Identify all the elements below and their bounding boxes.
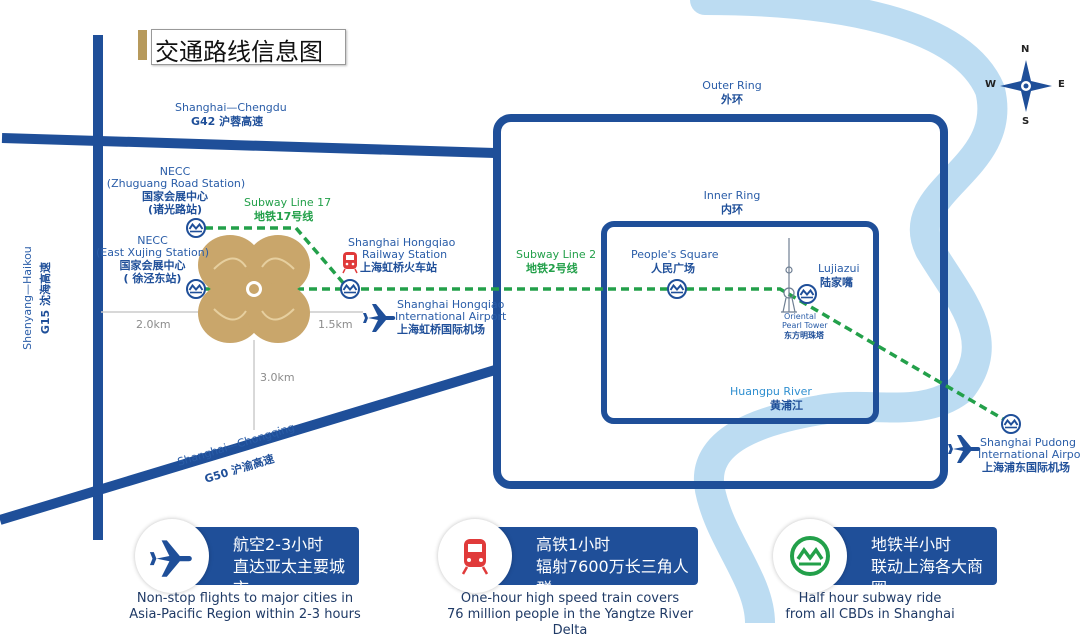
metro-icon-lujiazui — [797, 284, 817, 304]
metro-icon — [790, 536, 830, 576]
outer-ring-label-cn: 外环 — [721, 93, 743, 106]
outer-ring — [493, 114, 948, 489]
airplane-icon-hongqiao — [363, 304, 396, 332]
hq-rail-label-en2: Railway Station — [362, 248, 448, 261]
feature-air-cn1: 航空2-3小时 — [233, 535, 324, 554]
feature-rail-badge — [438, 519, 512, 593]
compass-s: S — [1022, 116, 1030, 127]
pd-label-en2: International Airport — [978, 448, 1080, 461]
ljz-label-en: Lujiazui — [818, 262, 860, 275]
metro-icon-pudong — [1001, 414, 1021, 434]
tower-label-en1: Oriental — [784, 312, 817, 321]
g42-label-cn: G42 沪蓉高速 — [191, 115, 264, 128]
subway-line-2 — [205, 287, 1011, 425]
distance-east: 1.5km — [318, 318, 353, 331]
inner-ring — [601, 221, 879, 424]
title-accent-bar — [138, 30, 147, 60]
compass-icon — [1000, 60, 1052, 112]
tower-label-cn: 东方明珠塔 — [784, 331, 824, 340]
ps-label-cn: 人民广场 — [651, 262, 695, 275]
compass-e: E — [1058, 79, 1065, 90]
zhuguang-label-en1: NECC — [159, 165, 191, 178]
ps-label-en: People's Square — [631, 248, 719, 261]
line2-label-cn: 地铁2号线 — [526, 262, 578, 275]
xujing-label-en1: NECC — [137, 234, 168, 247]
compass-n: N — [1021, 44, 1030, 55]
feature-air-badge — [135, 519, 209, 593]
feature-rail-en2: 76 million people in the Yangtze River D… — [446, 607, 694, 638]
inner-ring-label-cn: 内环 — [721, 203, 743, 216]
line17-label-cn: 地铁17号线 — [254, 210, 314, 223]
pd-label-cn: 上海浦东国际机场 — [982, 461, 1070, 474]
hq-rail-label-en1: Shanghai Hongqiao — [348, 236, 456, 249]
airplane-icon — [149, 540, 192, 577]
feature-air-cn2: 直达亚太主要城市 — [233, 557, 346, 598]
feature-air-en2: Asia-Pacific Region within 2-3 hours — [129, 607, 361, 622]
subway-line-17 — [205, 226, 347, 287]
title-box — [151, 29, 346, 65]
river-label-en: Huangpu River — [730, 385, 812, 398]
hq-air-label-cn: 上海虹桥国际机场 — [397, 323, 485, 336]
airplane-icon-pudong — [948, 435, 981, 463]
tower-label-en2: Pearl Tower — [782, 321, 828, 330]
ljz-label-cn: 陆家嘴 — [820, 276, 853, 289]
hq-air-label-en2: International Airport — [395, 310, 507, 323]
feature-rail-en1: One-hour high speed train covers — [460, 591, 680, 606]
metro-icon-peoples-square — [667, 279, 687, 299]
compass-w: W — [985, 79, 997, 90]
feature-metro-en1: Half hour subway ride — [798, 591, 942, 606]
pearl-tower-icon — [781, 238, 797, 313]
outer-ring-label-en: Outer Ring — [702, 79, 762, 92]
highway-g42 — [1, 133, 496, 158]
pd-label-en1: Shanghai Pudong — [980, 436, 1076, 449]
page-title: 交通路线信息图 — [155, 38, 323, 66]
g15-label-cn: G15 沈海高速 — [38, 261, 52, 335]
feature-metro-en2: from all CBDs in Shanghai — [785, 607, 955, 622]
zhuguang-label-en2: (Zhuguang Road Station) — [106, 177, 246, 190]
feature-metro-badge — [773, 519, 847, 593]
feature-air-en1: Non-stop flights to major cities in — [136, 591, 354, 606]
zhuguang-label-cn2: (诸光路站) — [147, 203, 203, 216]
g15-label-en: Shenyang—Haikou — [20, 246, 34, 350]
distance-west: 2.0km — [136, 318, 171, 331]
distance-south: 3.0km — [260, 371, 295, 384]
hq-air-label-en1: Shanghai Hongqiao — [397, 298, 505, 311]
xujing-label-cn2: ( 徐泾东站) — [123, 272, 182, 285]
xujing-label-en2: (East Xujing Station) — [96, 246, 209, 259]
feature-rail-cn2: 辐射7600万长三角人群 — [536, 557, 689, 598]
feature-metro-cn2: 联动上海各大商圈 — [871, 557, 984, 598]
feature-rail-cn1: 高铁1小时 — [536, 535, 611, 554]
line2-label-en: Subway Line 2 — [516, 248, 597, 261]
map-canvas — [0, 0, 1052, 623]
train-icon — [461, 539, 489, 575]
huangpu-river — [690, 0, 1008, 623]
zhuguang-label-cn1: 国家会展中心 — [142, 190, 208, 203]
line17-label-en: Subway Line 17 — [244, 196, 332, 209]
xujing-label-cn1: 国家会展中心 — [119, 259, 186, 272]
metro-icon-hongqiao — [340, 279, 360, 299]
venue-necc — [198, 235, 310, 343]
highway-g50 — [0, 365, 497, 525]
inner-ring-label-en: Inner Ring — [703, 189, 761, 202]
hq-rail-label-cn: 上海虹桥火车站 — [360, 261, 437, 274]
river-label-cn: 黄浦江 — [770, 399, 803, 412]
g42-label-en: Shanghai—Chengdu — [175, 101, 287, 114]
train-station-icon — [342, 252, 358, 274]
feature-metro-cn1: 地铁半小时 — [871, 535, 952, 554]
